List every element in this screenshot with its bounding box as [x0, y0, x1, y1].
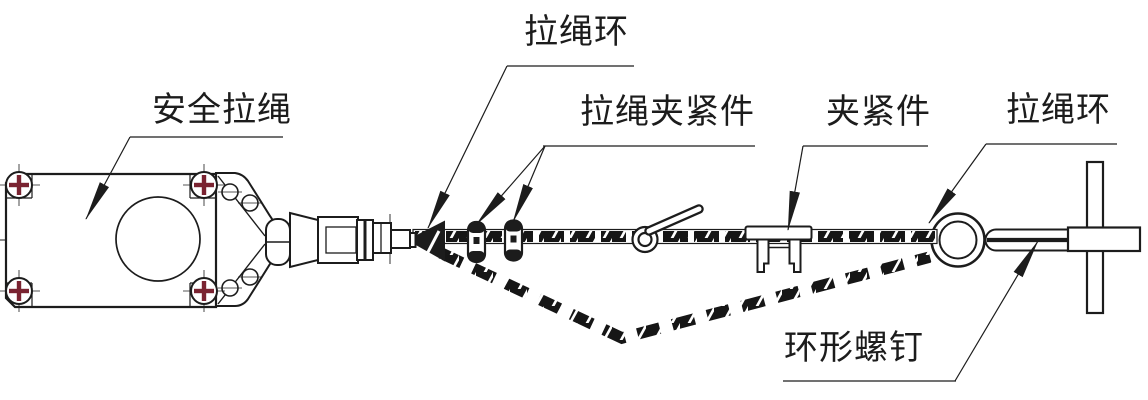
corner-screw	[0, 164, 40, 206]
limit-switch-body	[0, 164, 225, 312]
rope-ring-right-part	[930, 212, 986, 268]
rope-thimble-wedge	[407, 220, 445, 262]
label-fastener: 夹紧件	[826, 92, 931, 132]
cover-circle	[115, 196, 201, 282]
eye-bolt-part	[984, 160, 1142, 315]
rope-clamp	[466, 220, 487, 264]
mounting-bracket	[215, 172, 275, 307]
corner-screw	[183, 164, 225, 206]
rope-clamp	[503, 219, 524, 262]
label-eye-bolt: 环形螺钉	[784, 328, 924, 368]
callout-leaders	[85, 65, 1117, 382]
label-rope-clamp-fastener: 拉绳夹紧件	[580, 92, 755, 132]
hitch-pin-hook	[631, 204, 704, 254]
safety-rope-part	[412, 228, 938, 245]
rubber-boot	[265, 218, 291, 266]
cable-gland	[289, 211, 417, 269]
corner-screw	[183, 270, 225, 312]
sagging-rope	[438, 247, 932, 345]
fastener-part	[744, 225, 813, 273]
label-safety-rope: 安全拉绳	[152, 90, 292, 130]
corner-screw	[0, 270, 40, 312]
label-rope-ring-right: 拉绳环	[1006, 90, 1111, 130]
label-rope-ring-left: 拉绳环	[524, 12, 629, 52]
